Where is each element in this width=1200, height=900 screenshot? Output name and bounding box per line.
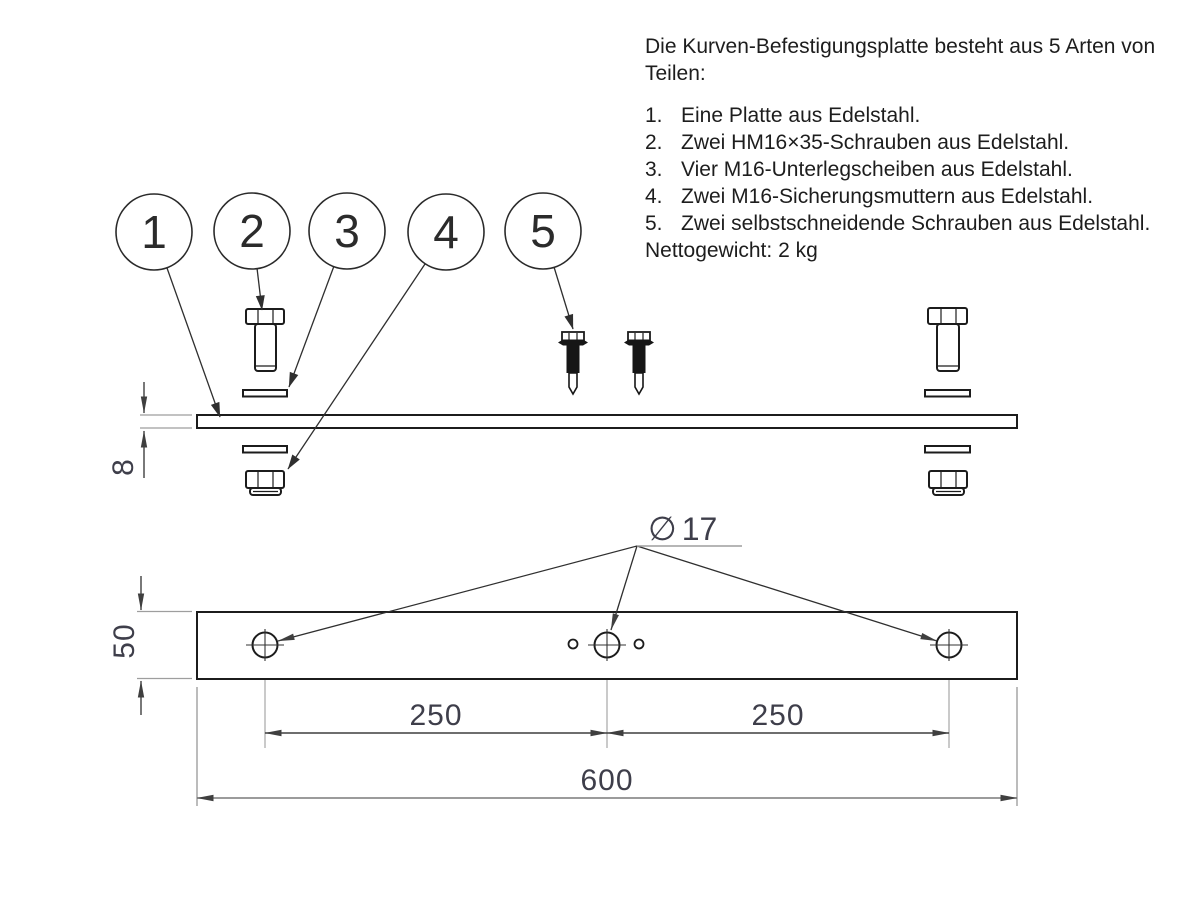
balloon-4: 4 bbox=[407, 193, 485, 271]
lock-nut-left bbox=[245, 470, 285, 496]
hex-bolt-right bbox=[927, 307, 968, 372]
hole-right bbox=[930, 629, 968, 661]
washer-top-right bbox=[924, 389, 971, 398]
notes-block: Die Kurven-Befestigungsplatte besteht au… bbox=[645, 33, 1190, 264]
intro-line-1: Die Kurven-Befestigungsplatte besteht au… bbox=[645, 35, 1156, 58]
washer-bottom-left bbox=[242, 445, 288, 454]
intro-line-2: Teilen: bbox=[645, 62, 706, 85]
side-view: 8 bbox=[107, 307, 1018, 496]
dimension-plate-thickness: 8 bbox=[107, 382, 192, 478]
balloon-2: 2 bbox=[213, 192, 291, 270]
lock-nut-right bbox=[928, 470, 968, 496]
parts-list-item: 2.Zwei HM16×35-Schrauben aus Edelstahl. bbox=[645, 131, 1070, 154]
svg-text:5: 5 bbox=[530, 205, 556, 257]
svg-text:3: 3 bbox=[334, 205, 360, 257]
parts-list: 1.Eine Platte aus Edelstahl. 2.Zwei HM16… bbox=[645, 102, 1190, 237]
dim-250-right-label: 250 bbox=[751, 699, 804, 732]
dimension-overall-length: 600 bbox=[196, 687, 1018, 806]
parts-list-item: 1.Eine Platte aus Edelstahl. bbox=[645, 104, 921, 127]
balloon-3: 3 bbox=[308, 192, 386, 270]
dim-50-label: 50 bbox=[108, 623, 141, 658]
dim-250-left-label: 250 bbox=[409, 699, 462, 732]
hole-diameter-callout: ∅17 bbox=[277, 509, 938, 642]
bottom-view: ∅17 50 250 250 600 bbox=[108, 509, 1018, 806]
parts-list-item: 5.Zwei selbstschneidende Schrauben aus E… bbox=[645, 212, 1151, 235]
balloon-5: 5 bbox=[504, 192, 582, 270]
dimension-plate-width: 50 bbox=[108, 576, 192, 715]
svg-text:4: 4 bbox=[433, 206, 459, 258]
dim-600-label: 600 bbox=[580, 764, 633, 797]
washer-top-left bbox=[242, 389, 288, 398]
dim-8-label: 8 bbox=[107, 458, 140, 476]
hole-center bbox=[588, 629, 626, 661]
dimension-hole-spacing: 250 250 bbox=[264, 699, 950, 737]
intro-text: Die Kurven-Befestigungsplatte besteht au… bbox=[645, 33, 1190, 87]
self-tapping-screw-1 bbox=[558, 331, 588, 396]
pilot-hole-right bbox=[633, 638, 645, 650]
balloon-1: 1 bbox=[115, 193, 193, 271]
hole-left bbox=[246, 629, 284, 661]
svg-text:2: 2 bbox=[239, 205, 265, 257]
hole-diameter-label: ∅17 bbox=[648, 509, 717, 548]
hex-bolt-left bbox=[245, 308, 285, 372]
svg-text:1: 1 bbox=[141, 206, 167, 258]
balloon-callouts: 1 2 3 4 5 bbox=[115, 192, 582, 470]
parts-list-item: 3.Vier M16-Unterlegscheiben aus Edelstah… bbox=[645, 158, 1073, 181]
plate-side-view bbox=[196, 414, 1018, 429]
net-weight: Nettogewicht: 2 kg bbox=[645, 239, 818, 262]
self-tapping-screw-2 bbox=[624, 331, 654, 396]
pilot-hole-left bbox=[567, 638, 579, 650]
diameter-symbol: ∅ bbox=[648, 509, 677, 548]
parts-list-item: 4.Zwei M16-Sicherungsmuttern aus Edelsta… bbox=[645, 185, 1094, 208]
washer-bottom-right bbox=[924, 445, 971, 454]
